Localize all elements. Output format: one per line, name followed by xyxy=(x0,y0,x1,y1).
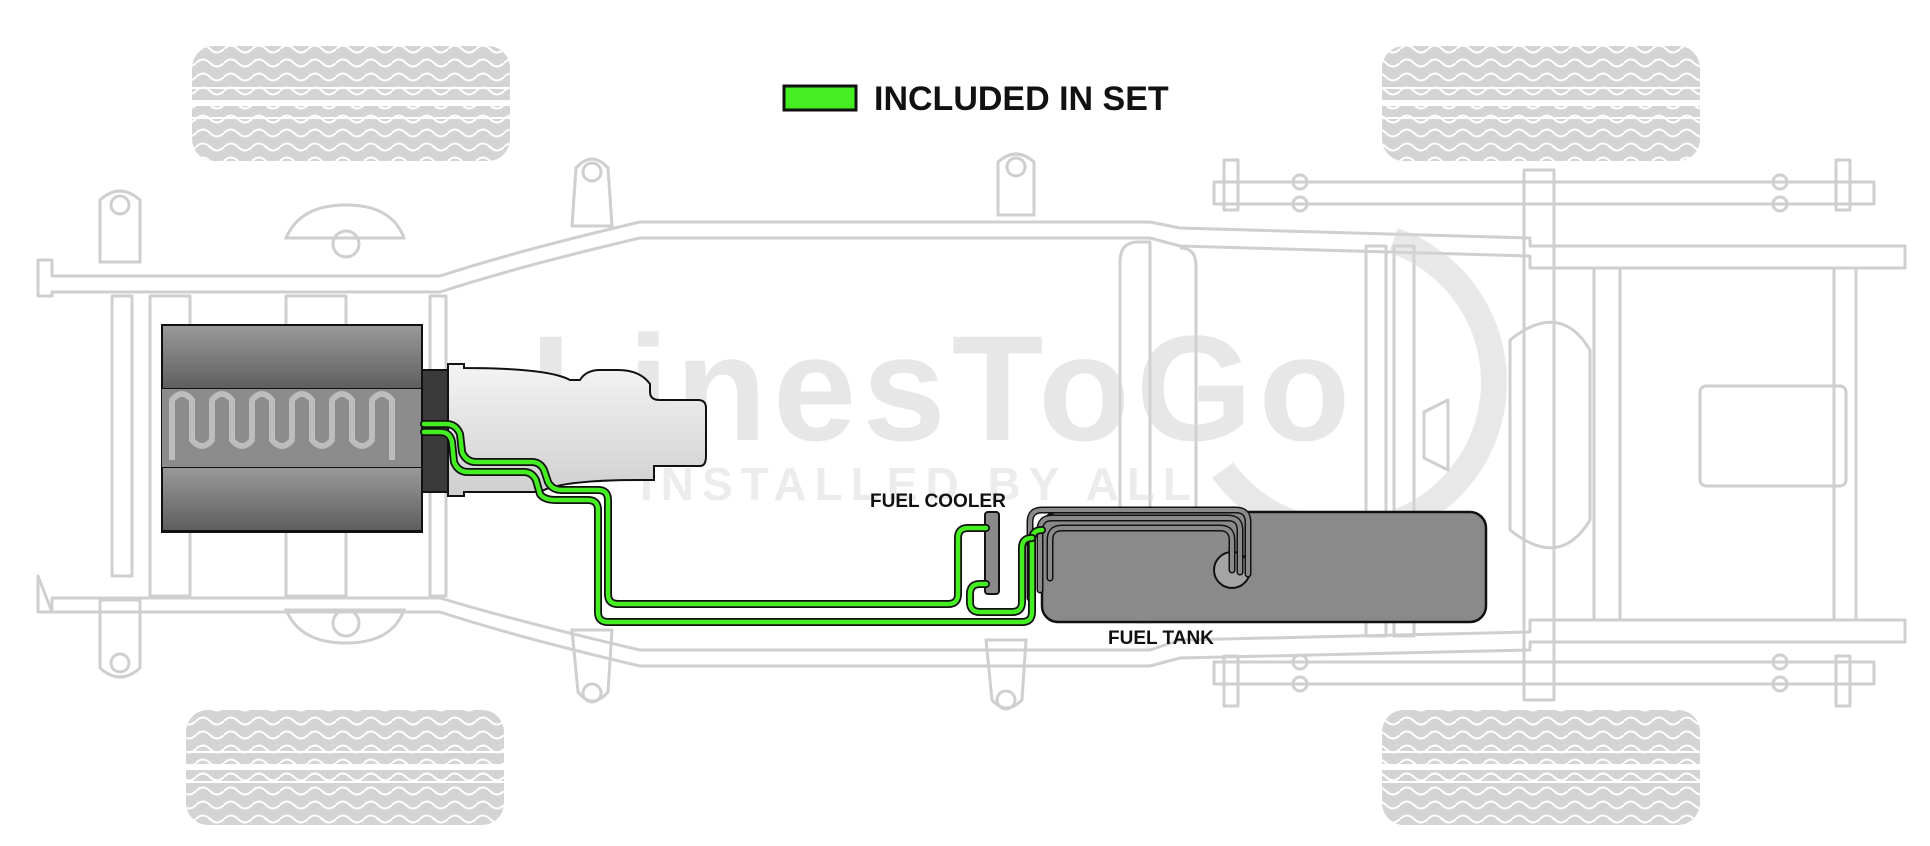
engine-block xyxy=(161,324,449,533)
rear-axle xyxy=(1212,158,1876,708)
fuel-cooler-label: FUEL COOLER xyxy=(870,491,1006,512)
frame-mount-tabs xyxy=(98,152,1036,711)
chassis-frame xyxy=(36,152,1907,711)
tire-front-left xyxy=(192,46,510,161)
legend-swatch xyxy=(782,84,858,112)
tire-rear-left xyxy=(186,710,504,825)
tire-front-right xyxy=(1382,46,1700,161)
watermark-tagline: INSTALLED BY ALL xyxy=(640,458,1199,510)
included-fuel-lines xyxy=(420,420,1046,626)
fuel-cooler xyxy=(984,511,1000,595)
tank-sender-lines xyxy=(1026,506,1252,602)
tire-rear-right xyxy=(1382,710,1700,825)
fuel-tank-label: FUEL TANK xyxy=(1108,628,1214,649)
legend: INCLUDED IN SET xyxy=(782,80,1169,118)
legend-label: INCLUDED IN SET xyxy=(874,80,1169,118)
